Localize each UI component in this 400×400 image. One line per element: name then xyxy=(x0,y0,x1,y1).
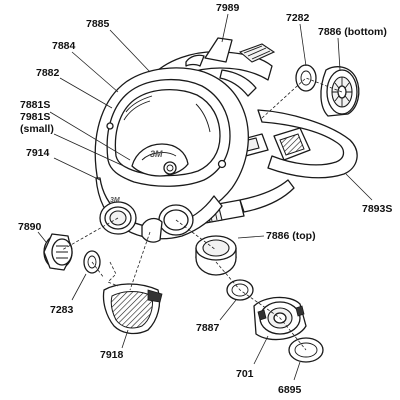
label-7886-top: 7886 (top) xyxy=(266,230,316,242)
label-7981s: 7981S xyxy=(20,111,50,123)
part-labels: 7989 7885 7282 7886 (bottom) 7884 7882 7… xyxy=(18,2,392,396)
mask-body xyxy=(94,67,249,243)
assembly-lines xyxy=(61,77,343,351)
label-7884: 7884 xyxy=(52,40,76,52)
label-7887: 7887 xyxy=(196,322,220,334)
label-7886-bottom: 7886 (bottom) xyxy=(318,26,387,38)
label-7893s: 7893S xyxy=(362,203,392,215)
label-7914: 7914 xyxy=(26,147,50,159)
label-7881s: 7881S xyxy=(20,99,50,111)
label-7283: 7283 xyxy=(50,304,74,316)
label-7282: 7282 xyxy=(286,12,310,24)
label-7981s-small: (small) xyxy=(20,123,54,135)
label-6895: 6895 xyxy=(278,384,302,396)
label-701: 701 xyxy=(236,368,254,380)
leader-lines xyxy=(37,13,373,381)
brand-mark-body: 3M xyxy=(110,197,120,204)
label-7989: 7989 xyxy=(216,2,240,14)
part-7282-disc xyxy=(295,64,317,92)
part-7918-cover xyxy=(102,283,163,335)
part-7890 xyxy=(43,233,73,271)
brand-mark-lens: 3M xyxy=(150,149,163,159)
label-7882: 7882 xyxy=(36,67,60,79)
label-7918: 7918 xyxy=(100,349,124,361)
label-7885: 7885 xyxy=(86,18,110,30)
part-7886-top-adapter xyxy=(195,235,237,276)
label-7890: 7890 xyxy=(18,221,42,233)
